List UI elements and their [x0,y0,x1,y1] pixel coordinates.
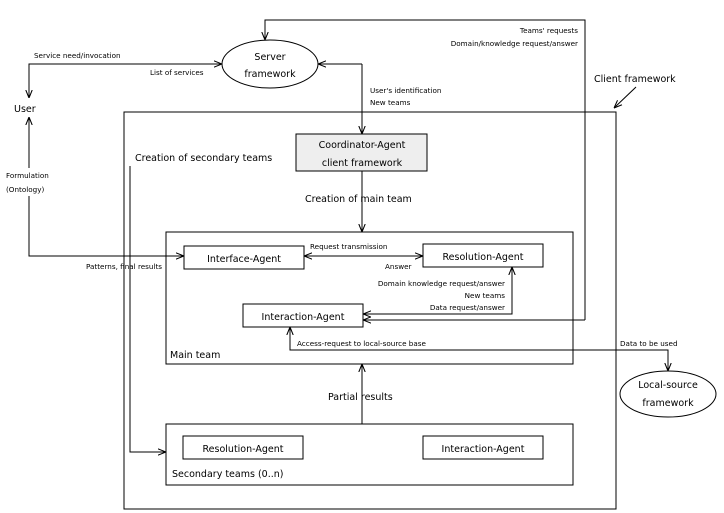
data-request-label: Data request/answer [430,303,505,312]
new-teams-mid-label: New teams [465,291,506,300]
local-source-label-line1: Local-source [638,380,698,391]
access-request-label: Access-request to local-source base [297,339,427,348]
server-label-line2: framework [244,69,296,80]
resolution-agent-main-label: Resolution-Agent [443,252,524,263]
teams-requests-connector [265,19,586,320]
creation-secondary-label: Creation of secondary teams [135,153,272,164]
list-of-services-label: List of services [150,68,204,77]
answer-label: Answer [385,262,412,271]
user-label: User [14,104,36,115]
users-identification-label: User's identification [370,86,441,95]
ontology-label: (Ontology) [6,185,44,194]
service-need-label: Service need/invocation [34,51,121,60]
interface-agent-label: Interface-Agent [207,254,281,265]
creation-secondary-arrow [129,256,166,452]
coordinator-agent-box [295,133,428,172]
client-framework-pointer [614,86,637,108]
interaction-agent-main-label: Interaction-Agent [262,312,345,323]
formulation-label: Formulation [6,171,49,180]
coordinator-label-line2: client framework [322,158,403,169]
local-source-framework-node [619,370,717,418]
secondary-teams-label: Secondary teams (0..n) [172,469,283,480]
request-transmission-label: Request transmission [310,242,387,251]
interaction-agent-secondary-box [422,435,544,460]
user-server-connector [29,64,222,98]
user-to-interface-arrow [28,196,184,256]
server-framework-node [221,39,319,89]
domain-knowledge-mid-label: Domain knowledge request/answer [378,279,505,288]
domain-knowledge-top-label: Domain/knowledge request/answer [451,39,578,48]
main-team-label: Main team [170,350,220,361]
client-framework-container [123,111,617,510]
coordinator-label-line1: Coordinator-Agent [319,140,406,151]
data-to-be-used-label: Data to be used [620,339,678,348]
patterns-final-label: Patterns, final results [86,262,162,271]
creation-main-label: Creation of main team [305,194,412,205]
access-request-connector [290,327,668,371]
client-framework-label: Client framework [594,74,676,85]
resolution-interaction-connector [363,267,512,314]
teams-requests-label: Teams' requests [519,26,578,35]
new-teams-top-label: New teams [370,98,411,107]
local-source-label-line2: framework [642,398,694,409]
resolution-agent-secondary-box [182,435,304,460]
partial-results-label: Partial results [328,392,393,403]
server-label-line1: Server [254,52,285,63]
resolution-agent-secondary-label: Resolution-Agent [203,444,284,455]
interaction-agent-secondary-label: Interaction-Agent [442,444,525,455]
secondary-teams-container [165,423,574,486]
